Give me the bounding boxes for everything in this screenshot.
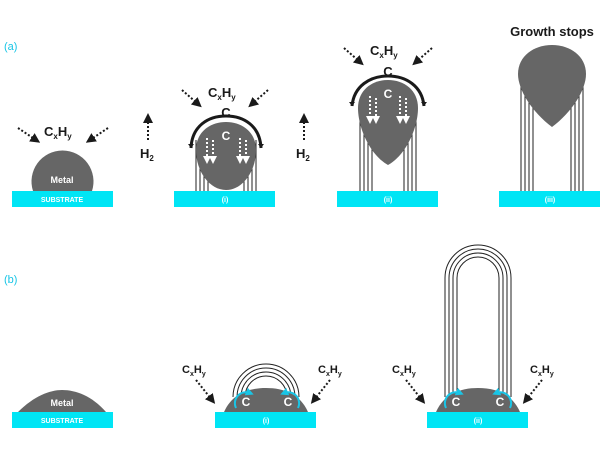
diffusion-arrow bbox=[443, 387, 464, 409]
stage-a-ii: CxHy C C (ii) bbox=[337, 43, 438, 207]
gas-inflow-arrow bbox=[310, 379, 331, 404]
nanotube-loop bbox=[444, 244, 512, 397]
stage-a-initial: CxHy Metal SUBSTRATE bbox=[12, 124, 113, 207]
dissolved-carbon-label: C bbox=[496, 395, 505, 409]
stage-label: (ii) bbox=[474, 418, 483, 425]
metal-particle bbox=[358, 80, 418, 165]
carbon-source-label: CxHy bbox=[530, 364, 554, 378]
carbon-source-label: CxHy bbox=[392, 364, 416, 378]
gas-inflow-arrow bbox=[343, 47, 364, 66]
substrate bbox=[499, 191, 600, 207]
diffusion-arrow bbox=[280, 387, 301, 409]
hydrogen-release-1: H2 bbox=[140, 113, 154, 163]
metal-particle bbox=[18, 390, 106, 412]
carbon-source-label: CxHy bbox=[182, 364, 206, 378]
dissolved-carbon-label: C bbox=[242, 395, 251, 409]
gas-inflow-arrow bbox=[17, 127, 41, 143]
carbon-shell-arc bbox=[189, 114, 263, 149]
gas-inflow-arrow bbox=[412, 47, 433, 66]
carbon-source-label: CxHy bbox=[370, 43, 398, 60]
metal-label: Metal bbox=[50, 398, 73, 408]
panel-label-b: (b) bbox=[4, 274, 17, 286]
gas-inflow-arrow bbox=[522, 379, 543, 404]
substrate bbox=[174, 191, 275, 207]
substrate bbox=[215, 412, 316, 428]
carbon-source-label: CxHy bbox=[44, 124, 72, 141]
gas-inflow-arrow bbox=[405, 379, 426, 404]
metal-label: Metal bbox=[50, 175, 73, 185]
gas-inflow-arrow bbox=[85, 127, 109, 143]
stage-b-i: CxHy CxHy C C (i) bbox=[182, 363, 342, 428]
stage-a-i: CxHy C C (i) bbox=[174, 85, 275, 207]
metal-particle bbox=[31, 150, 94, 191]
substrate-label: SUBSTRATE bbox=[41, 418, 84, 425]
substrate-label: SUBSTRATE bbox=[41, 197, 84, 204]
dissolved-carbon-label: C bbox=[222, 129, 231, 143]
stage-b-initial: Metal SUBSTRATE bbox=[12, 390, 113, 428]
metal-particle bbox=[518, 45, 586, 127]
gas-inflow-arrow bbox=[181, 89, 202, 108]
diffusion-arrow bbox=[492, 387, 513, 409]
carbon-source-label: CxHy bbox=[318, 364, 342, 378]
hydrogen-label: H2 bbox=[296, 146, 310, 163]
stage-b-ii: CxHy CxHy C C (ii) bbox=[392, 244, 554, 428]
dissolved-carbon-label: C bbox=[384, 87, 393, 101]
growth-stops-label: Growth stops bbox=[510, 24, 594, 39]
diffusion-arrows bbox=[203, 138, 250, 164]
hydrogen-label: H2 bbox=[140, 146, 154, 163]
panel-label-a: (a) bbox=[4, 41, 17, 53]
substrate bbox=[337, 191, 438, 207]
stage-label: (ii) bbox=[384, 197, 393, 204]
substrate bbox=[427, 412, 528, 428]
hydrogen-release-2: H2 bbox=[296, 113, 310, 163]
stage-label: (i) bbox=[222, 197, 229, 204]
carbon-label: C bbox=[383, 64, 393, 79]
svg-text:CxHy: CxHy bbox=[44, 124, 72, 141]
substrate bbox=[12, 412, 113, 428]
substrate bbox=[12, 191, 113, 207]
stage-label: (iii) bbox=[545, 197, 556, 204]
diffusion-arrows bbox=[366, 96, 410, 124]
dissolved-carbon-label: C bbox=[452, 395, 461, 409]
diffusion-arrow bbox=[233, 387, 254, 409]
stage-a-iii: Growth stops (iii) bbox=[499, 24, 600, 207]
carbon-source-label: CxHy bbox=[208, 85, 236, 102]
carbon-label: C bbox=[221, 105, 231, 120]
carbon-shell-arc bbox=[350, 74, 426, 107]
dissolved-carbon-label: C bbox=[284, 395, 293, 409]
gas-inflow-arrow bbox=[195, 379, 216, 404]
metal-particle bbox=[224, 388, 308, 412]
gas-inflow-arrow bbox=[248, 89, 269, 108]
stage-label: (i) bbox=[263, 418, 270, 425]
